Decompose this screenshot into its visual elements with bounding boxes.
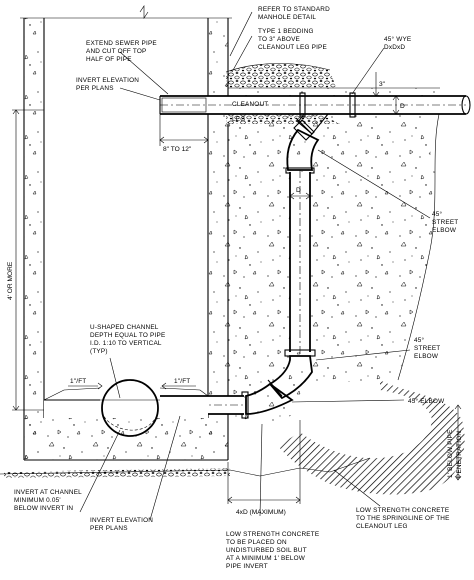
text-lscb-5: PIPE INVERT: [226, 563, 268, 570]
label-extend-pipe: EXTEND SEWER PIPE AND CUT OFF TOP HALF O…: [86, 40, 157, 63]
text-bedding-1: TYPE 1 BEDDING: [258, 28, 314, 35]
text-se-up-1: 45°: [432, 210, 443, 218]
text-d-mid: D: [296, 187, 301, 194]
dim-4ft: [12, 109, 44, 411]
text-refer-2: MANHOLE DETAIL: [258, 14, 316, 21]
text-below-1: 1' BELOW PIPE: [447, 429, 454, 478]
backfill-concrete: [228, 87, 441, 424]
manhole-base: [24, 418, 228, 461]
text-se-low-1: 45°: [414, 336, 425, 344]
text-lscb-1: LOW STRENGTH CONCRETE: [226, 531, 319, 538]
text-lscr-3: CLEANOUT LEG: [356, 523, 408, 530]
text-wye-1: 45° WYE: [384, 35, 411, 43]
text-invert-top-2: PER PLANS: [76, 85, 114, 92]
text-se-up-3: ELBOW: [432, 227, 457, 234]
label-lsc-bottom: LOW STRENGTH CONCRETE TO BE PLACED ON UN…: [226, 531, 319, 570]
text-channel-1: U-SHAPED CHANNEL: [90, 324, 159, 331]
text-ib-2: PER PLANS: [90, 525, 128, 532]
label-bedding: TYPE 1 BEDDING TO 3" ABOVE CLEANOUT LEG …: [258, 28, 327, 51]
text-4ft: 4' OR MORE: [7, 261, 14, 300]
text-se-low-2: STREET: [414, 345, 440, 352]
manhole-wall-right: [207, 18, 229, 460]
text-extend-2: AND CUT OFF TOP: [86, 48, 147, 55]
label-invert-channel: INVERT AT CHANNEL MINIMUM 0.05' BELOW IN…: [14, 489, 82, 512]
label-wye: 45° WYE DxDxD: [384, 35, 411, 51]
text-bedding-2: TO 3" ABOVE: [258, 36, 300, 43]
wye-branch: [293, 113, 330, 141]
label-u-channel: U-SHAPED CHANNEL DEPTH EQUAL TO PIPE I.D…: [90, 324, 165, 355]
label-refer-manhole: REFER TO STANDARD MANHOLE DETAIL: [258, 6, 330, 21]
manhole-wall-left: [23, 18, 45, 460]
dim-8to12: [159, 114, 209, 146]
text-elbow-45: 45° ELBOW: [408, 397, 445, 405]
text-bedding-3: CLEANOUT LEG PIPE: [258, 44, 327, 51]
text-below-2: PENETRATION: [456, 431, 463, 478]
text-invert-top-1: INVERT ELEVATION: [76, 77, 139, 84]
dim-1ft-below: [454, 404, 462, 481]
text-lscr-1: LOW STRENGTH CONCRETE: [356, 507, 449, 514]
gravel-bedding: [225, 63, 340, 124]
text-lscb-2: TO BE PLACED ON: [226, 539, 287, 546]
text-channel-4: (TYP): [90, 348, 108, 355]
text-se-low-3: ELBOW: [414, 353, 439, 360]
low-strength-concrete-hatch: [278, 380, 465, 495]
text-se-up-2: STREET: [432, 219, 458, 226]
text-ic-2: MINIMUM 0.05': [14, 497, 61, 504]
text-lscr-2: TO THE SPRINGLINE OF THE: [356, 515, 450, 522]
leader-lines: [79, 11, 431, 521]
text-channel-3: I.D. 1:10 TO VERTICAL: [90, 340, 162, 347]
text-slope-right: 1"/FT: [174, 378, 190, 385]
dim-d-top: [392, 95, 400, 115]
vertical-riser-pipe: [284, 170, 316, 357]
dim-d-mid: [289, 192, 311, 200]
label-invert-bottom: INVERT ELEVATION PER PLANS: [90, 517, 153, 532]
break-line: [20, 5, 232, 19]
text-lscb-4: AT A MINIMUM 1' BELOW: [226, 555, 306, 562]
u-channel-section: [43, 379, 209, 437]
text-wye-2: DxDxD: [384, 44, 405, 51]
text-4xd: 4xD (MAXIMUM): [236, 509, 286, 516]
text-8to12: 8" TO 12": [163, 146, 192, 153]
text-d-top: D: [400, 103, 405, 110]
text-extend-1: EXTEND SEWER PIPE: [86, 40, 157, 47]
text-3in: 3": [379, 81, 386, 88]
label-invert-top: INVERT ELEVATION PER PLANS: [76, 77, 139, 92]
text-ib-1: INVERT ELEVATION: [90, 517, 153, 524]
sewer-pipe-top: [159, 92, 471, 118]
text-slope-left: 1"/FT: [70, 378, 86, 385]
label-cleanout-leg: CLEANOUT LEG: [232, 101, 268, 123]
text-cleanout-1: CLEANOUT: [232, 101, 268, 108]
cleanout-leg-ext: [161, 97, 207, 113]
label-street-elbow-lower: 45° STREET ELBOW: [414, 336, 440, 360]
text-lscb-3: UNDISTURBED SOIL BUT: [226, 547, 307, 554]
text-channel-2: DEPTH EQUAL TO PIPE: [90, 332, 165, 339]
text-ic-3: BELOW INVERT IN: [14, 505, 73, 512]
dim-3in: [372, 72, 380, 97]
text-refer-1: REFER TO STANDARD: [258, 6, 330, 13]
label-below-pipe: 1' BELOW PIPE PENETRATION: [447, 429, 463, 478]
text-extend-3: HALF OF PIPE: [86, 56, 132, 63]
label-lsc-right: LOW STRENGTH CONCRETE TO THE SPRINGLINE …: [356, 507, 450, 530]
text-cleanout-2: LEG: [232, 116, 245, 123]
dim-4xd: [227, 420, 301, 504]
label-street-elbow-upper: 45° STREET ELBOW: [432, 210, 458, 234]
text-ic-1: INVERT AT CHANNEL: [14, 489, 82, 496]
